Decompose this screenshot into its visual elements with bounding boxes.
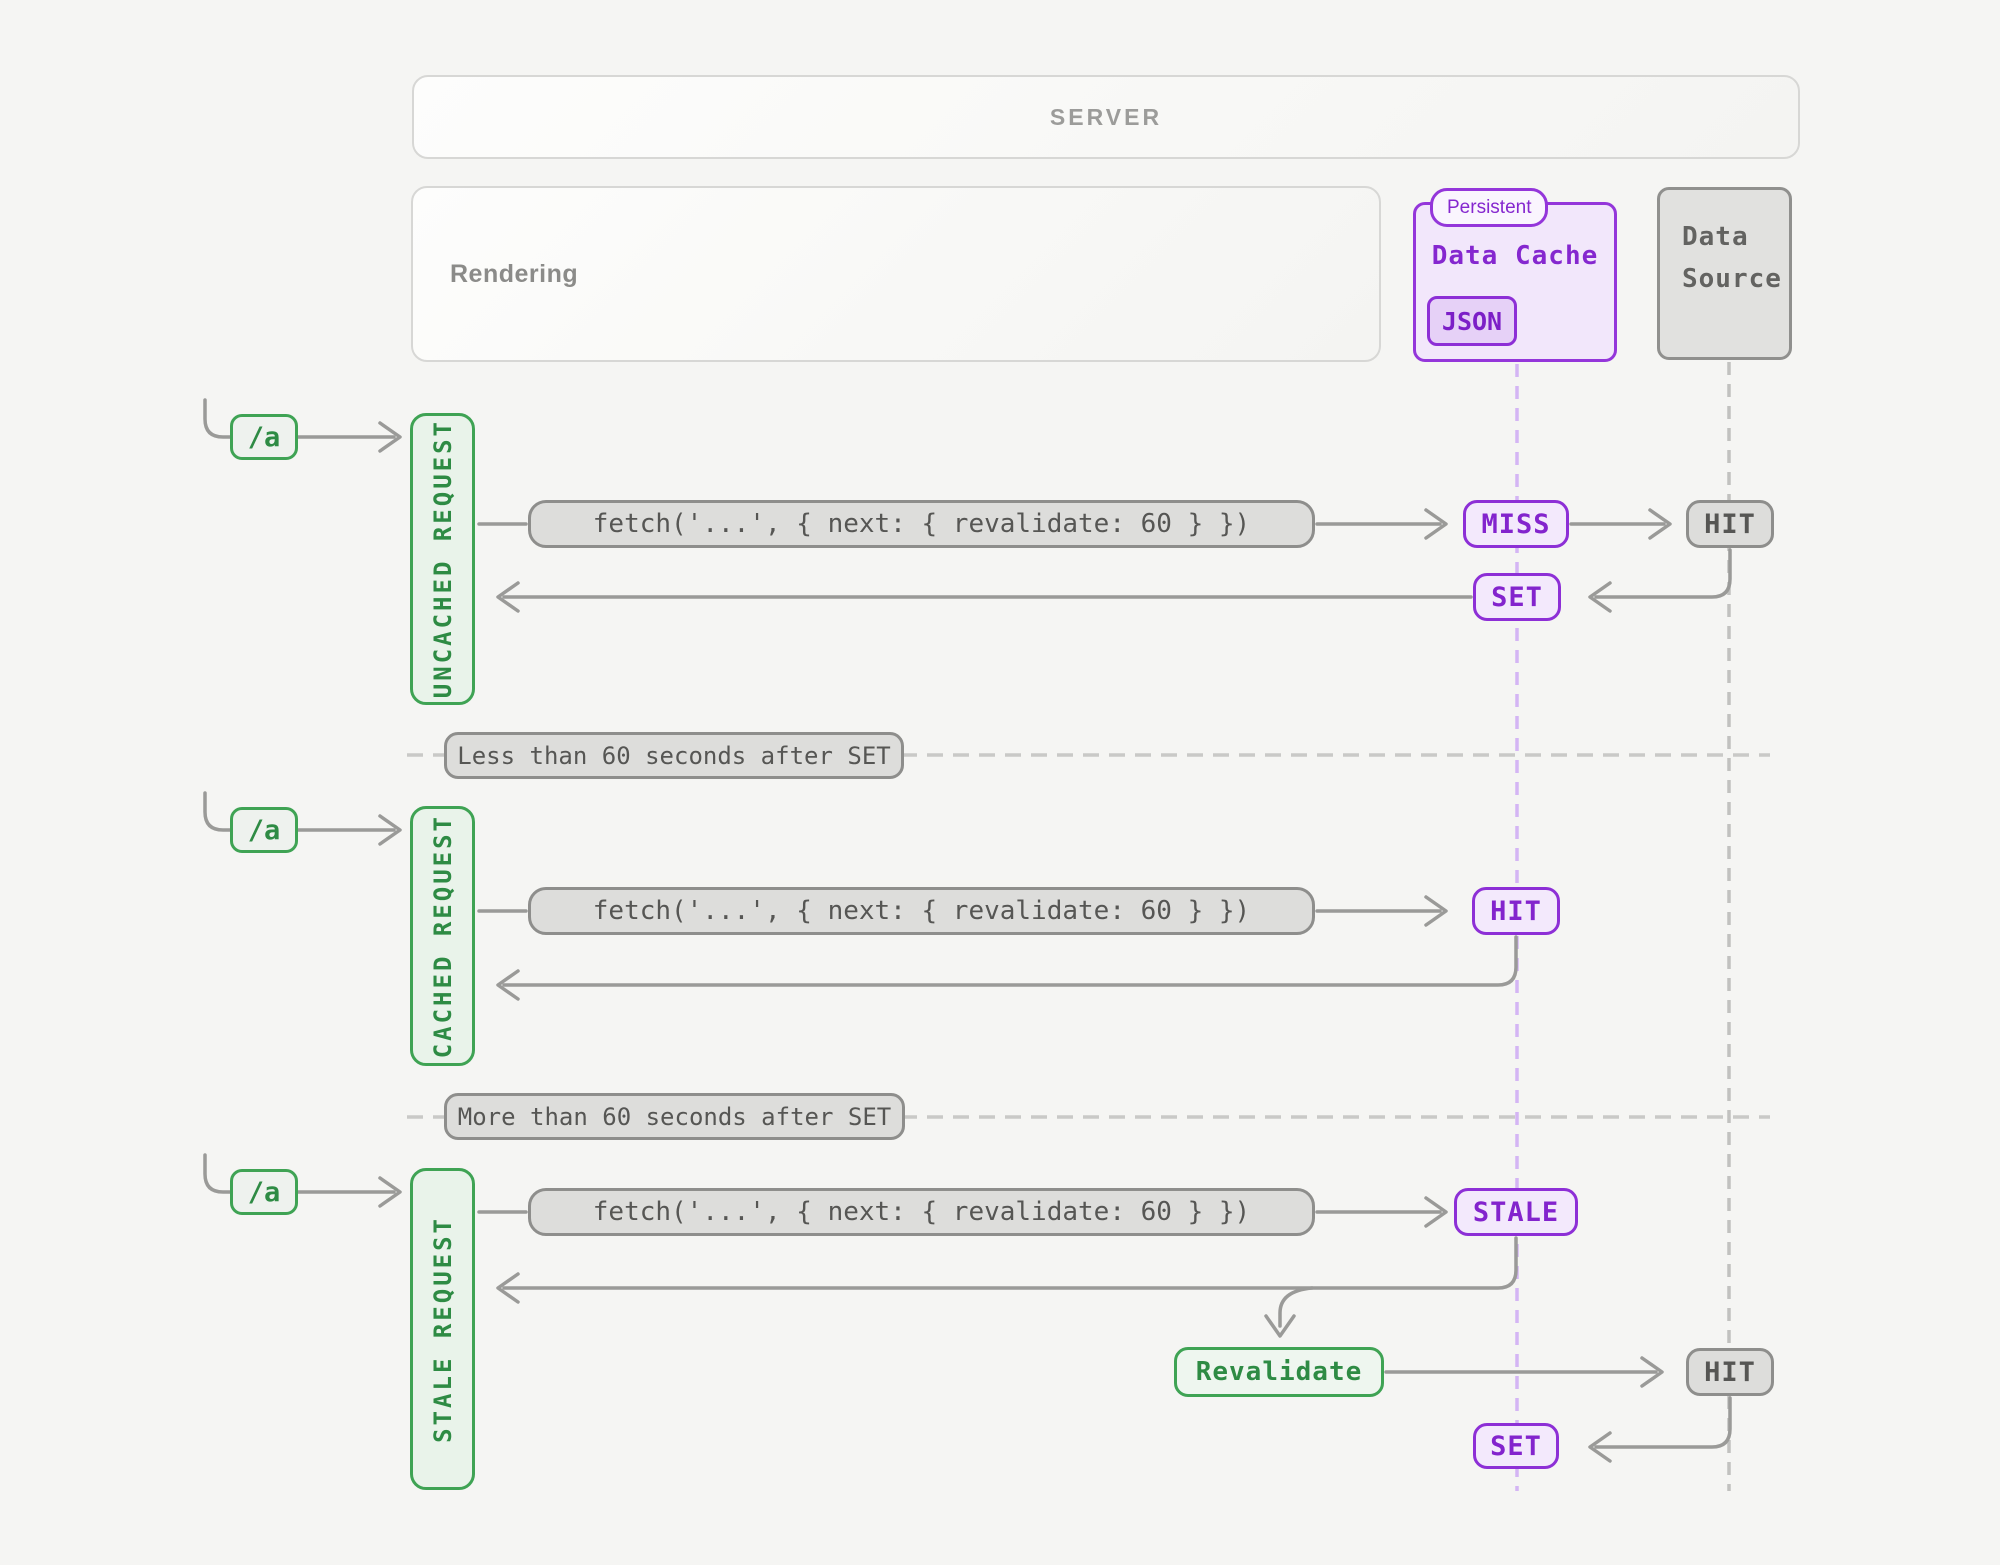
cache-set-label-1: SET (1491, 581, 1543, 613)
data-source-line2: Source (1682, 264, 1782, 294)
uncached-request-bar: UNCACHED REQUEST (410, 413, 475, 705)
cache-set-pill-1: SET (1473, 573, 1561, 621)
divider-label-2: More than 60 seconds after SET (457, 1102, 892, 1131)
fetch-pill-1-label: fetch('...', { next: { revalidate: 60 } … (592, 509, 1251, 539)
rendering-label: Rendering (450, 259, 579, 288)
json-chip-label: JSON (1441, 306, 1503, 336)
flow3-return-line (502, 1236, 1518, 1290)
route-chip-label: /a (247, 421, 281, 453)
data-cache-box: Persistent Data Cache JSON (1413, 188, 1617, 362)
data-source-box: Data Source (1657, 187, 1792, 360)
flow2-hit-arrowhead (1424, 895, 1448, 927)
flow1-route-connector (203, 398, 396, 439)
cached-request-bar: CACHED REQUEST (410, 806, 475, 1066)
flow1-hit-to-set (1594, 548, 1732, 599)
rendering-box: Rendering (411, 186, 1381, 362)
cache-hit-label: HIT (1490, 895, 1542, 927)
flow3-stale-arrowhead (1424, 1196, 1448, 1228)
flow1-route-arrowhead (378, 421, 402, 453)
revalidate-pill: Revalidate (1174, 1347, 1384, 1397)
persistent-badge: Persistent (1430, 188, 1549, 227)
divider-label-1: Less than 60 seconds after SET (457, 741, 891, 770)
json-chip: JSON (1427, 296, 1517, 346)
stale-request-bar-label: STALE REQUEST (428, 1215, 457, 1443)
server-box: SERVER (412, 75, 1800, 159)
divider-pill-1: Less than 60 seconds after SET (444, 732, 904, 779)
uncached-request-bar-label: UNCACHED REQUEST (428, 419, 457, 699)
source-hit-label-3: HIT (1704, 1356, 1756, 1388)
flow3-hit-arrowhead (1640, 1356, 1664, 1388)
flow3-hit-to-set (1594, 1396, 1732, 1449)
cache-set-label-3: SET (1490, 1430, 1542, 1462)
stale-request-bar: STALE REQUEST (410, 1168, 475, 1490)
route-chip-cached: /a (230, 807, 298, 853)
divider-pill-2: More than 60 seconds after SET (444, 1093, 905, 1140)
cache-set-pill-3: SET (1473, 1423, 1559, 1469)
source-hit-pill-3: HIT (1686, 1348, 1774, 1396)
persistent-badge-label: Persistent (1447, 196, 1532, 218)
route-chip-stale: /a (230, 1169, 298, 1215)
data-source-line1: Data (1682, 222, 1749, 252)
data-cache-title: Data Cache (1431, 241, 1599, 271)
cache-hit-pill: HIT (1472, 887, 1560, 935)
flow3-return-arrowhead (496, 1272, 520, 1304)
cache-stale-label: STALE (1472, 1196, 1560, 1228)
flow2-return-line (502, 935, 1518, 987)
flow3-revalidate-branch (1278, 1286, 1314, 1328)
server-label: SERVER (1049, 103, 1163, 130)
cache-miss-label: MISS (1481, 508, 1551, 540)
flow1-return-arrowhead (496, 581, 520, 613)
flow3-revalidate-arrowhead (1264, 1314, 1296, 1338)
flow3-set-arrowhead (1588, 1431, 1612, 1463)
fetch-pill-2: fetch('...', { next: { revalidate: 60 } … (528, 887, 1315, 935)
flow3-route-connector (203, 1153, 396, 1194)
source-hit-pill-1: HIT (1686, 500, 1774, 548)
flow1-hit-arrowhead (1648, 508, 1672, 540)
flow2-route-connector (203, 791, 396, 832)
flow2-return-arrowhead (496, 969, 520, 1001)
source-hit-label-1: HIT (1704, 508, 1756, 540)
fetch-pill-2-label: fetch('...', { next: { revalidate: 60 } … (592, 896, 1251, 926)
cache-stale-pill: STALE (1454, 1188, 1578, 1236)
flow1-set-arrowhead (1588, 581, 1612, 613)
fetch-pill-3: fetch('...', { next: { revalidate: 60 } … (528, 1188, 1315, 1236)
route-chip-uncached: /a (230, 414, 298, 460)
route-chip-label: /a (247, 1176, 281, 1208)
cached-request-bar-label: CACHED REQUEST (428, 813, 457, 1059)
fetch-pill-3-label: fetch('...', { next: { revalidate: 60 } … (592, 1197, 1251, 1227)
flow3-route-arrowhead (378, 1176, 402, 1208)
fetch-pill-1: fetch('...', { next: { revalidate: 60 } … (528, 500, 1315, 548)
route-chip-label: /a (247, 814, 281, 846)
revalidate-label: Revalidate (1195, 1357, 1363, 1387)
cache-miss-pill: MISS (1463, 500, 1569, 548)
flow1-miss-arrowhead (1424, 508, 1448, 540)
flow2-route-arrowhead (378, 814, 402, 846)
